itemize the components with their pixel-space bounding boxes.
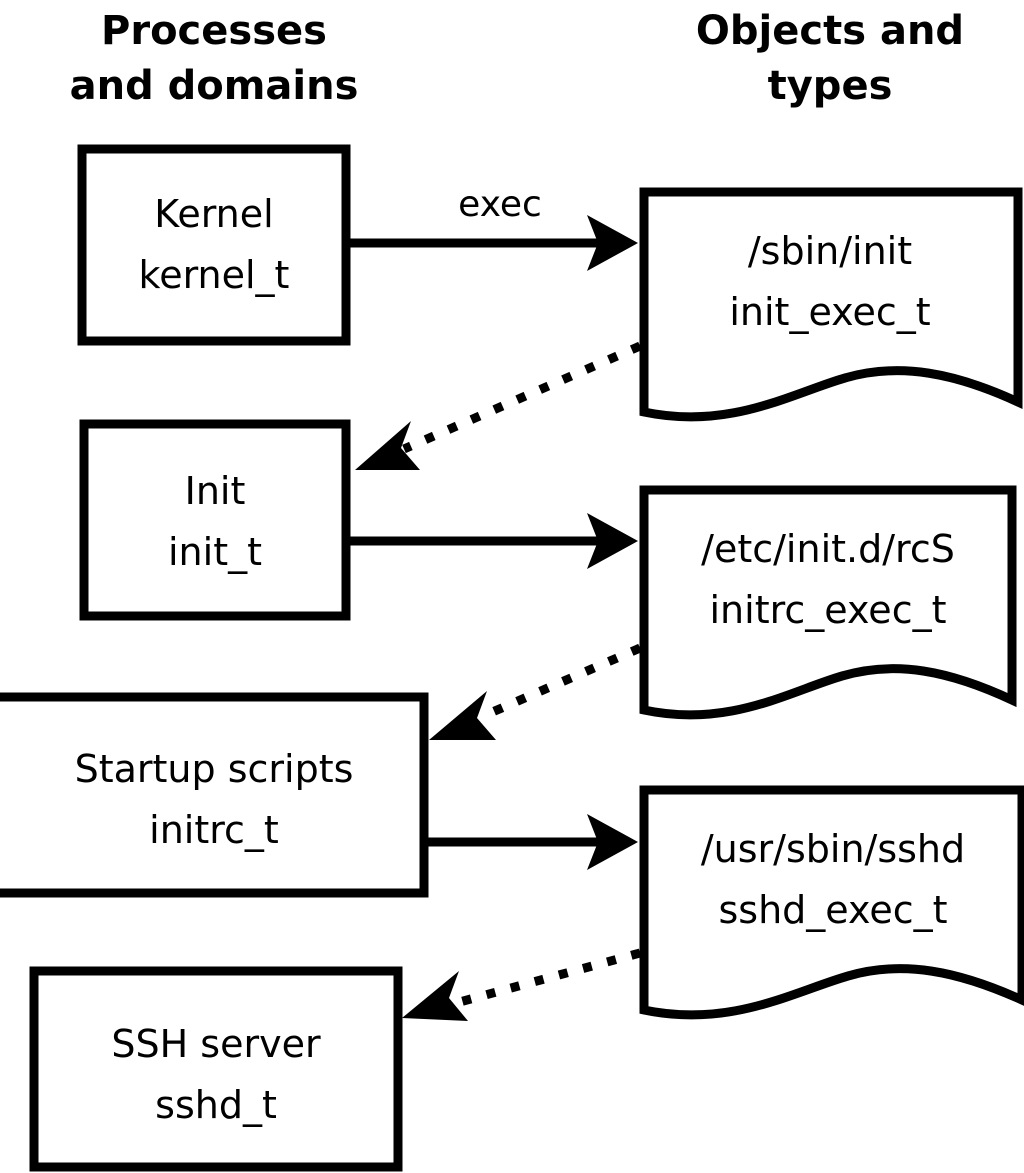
edge-kernel-exec-init-exec: exec [350,184,638,271]
node-etc-initd-rcs-document[interactable] [639,485,1017,720]
node-kernel-line2: kernel_t [139,253,290,297]
edge-line-dotted [402,341,642,454]
node-startup-scripts-line2: initrc_t [149,808,279,852]
node-kernel-box[interactable] [77,144,351,346]
column-header-objects-line2: types [768,63,893,109]
edge-label-exec: exec [458,184,542,225]
node-init-box[interactable] [79,419,351,621]
node-sbin-init-line2: init_exec_t [729,290,930,334]
node-sbin-init-document[interactable] [639,187,1023,422]
node-ssh-server-line2: sshd_t [155,1083,277,1127]
node-ssh-server-line1: SSH server [111,1022,321,1066]
column-header-objects: Objects and types [696,8,964,109]
node-init-line2: init_t [168,530,262,574]
node-usr-sbin-sshd-line1: /usr/sbin/sshd [701,827,965,871]
column-header-objects-line1: Objects and [696,8,964,54]
node-usr-sbin-sshd[interactable]: /usr/sbin/sshd sshd_exec_t [639,785,1024,1020]
node-etc-initd-rcs[interactable]: /etc/init.d/rcS initrc_exec_t [639,485,1017,720]
edge-line-dotted [479,643,642,722]
node-kernel[interactable]: Kernel kernel_t [77,144,351,346]
edge-initrc-exec-transition-initrc [429,643,642,740]
edge-init-exec-transition-init [355,341,642,470]
node-startup-scripts[interactable]: Startup scripts initrc_t [0,692,429,898]
node-kernel-line1: Kernel [154,192,273,236]
arrow-head-solid [587,513,638,569]
node-etc-initd-rcs-line2: initrc_exec_t [710,588,947,632]
column-header-processes-line2: and domains [70,63,359,109]
node-sbin-init[interactable]: /sbin/init init_exec_t [639,187,1023,422]
arrow-head-dotted [355,421,420,470]
edge-sshd-exec-transition-sshd [402,948,642,1021]
edge-line-dotted [454,948,642,1008]
node-sbin-init-line1: /sbin/init [748,229,912,273]
arrow-head-solid [587,215,638,271]
node-etc-initd-rcs-line1: /etc/init.d/rcS [701,527,955,571]
node-init-line1: Init [185,469,246,513]
node-usr-sbin-sshd-document[interactable] [639,785,1024,1020]
node-ssh-server[interactable]: SSH server sshd_t [29,966,403,1172]
arrow-head-solid [587,814,638,870]
arrow-head-dotted [402,971,468,1021]
column-header-processes: Processes and domains [70,8,359,109]
node-init[interactable]: Init init_t [79,419,351,621]
column-header-processes-line1: Processes [101,8,327,54]
arrow-head-dotted [429,691,496,740]
node-usr-sbin-sshd-line2: sshd_exec_t [718,888,947,932]
node-startup-scripts-line1: Startup scripts [75,747,354,791]
edge-initrc-exec-sshd-exec [428,814,638,870]
node-ssh-server-box[interactable] [29,966,403,1172]
node-startup-scripts-box[interactable] [0,692,429,898]
edge-init-exec-initrc-exec [350,513,638,569]
